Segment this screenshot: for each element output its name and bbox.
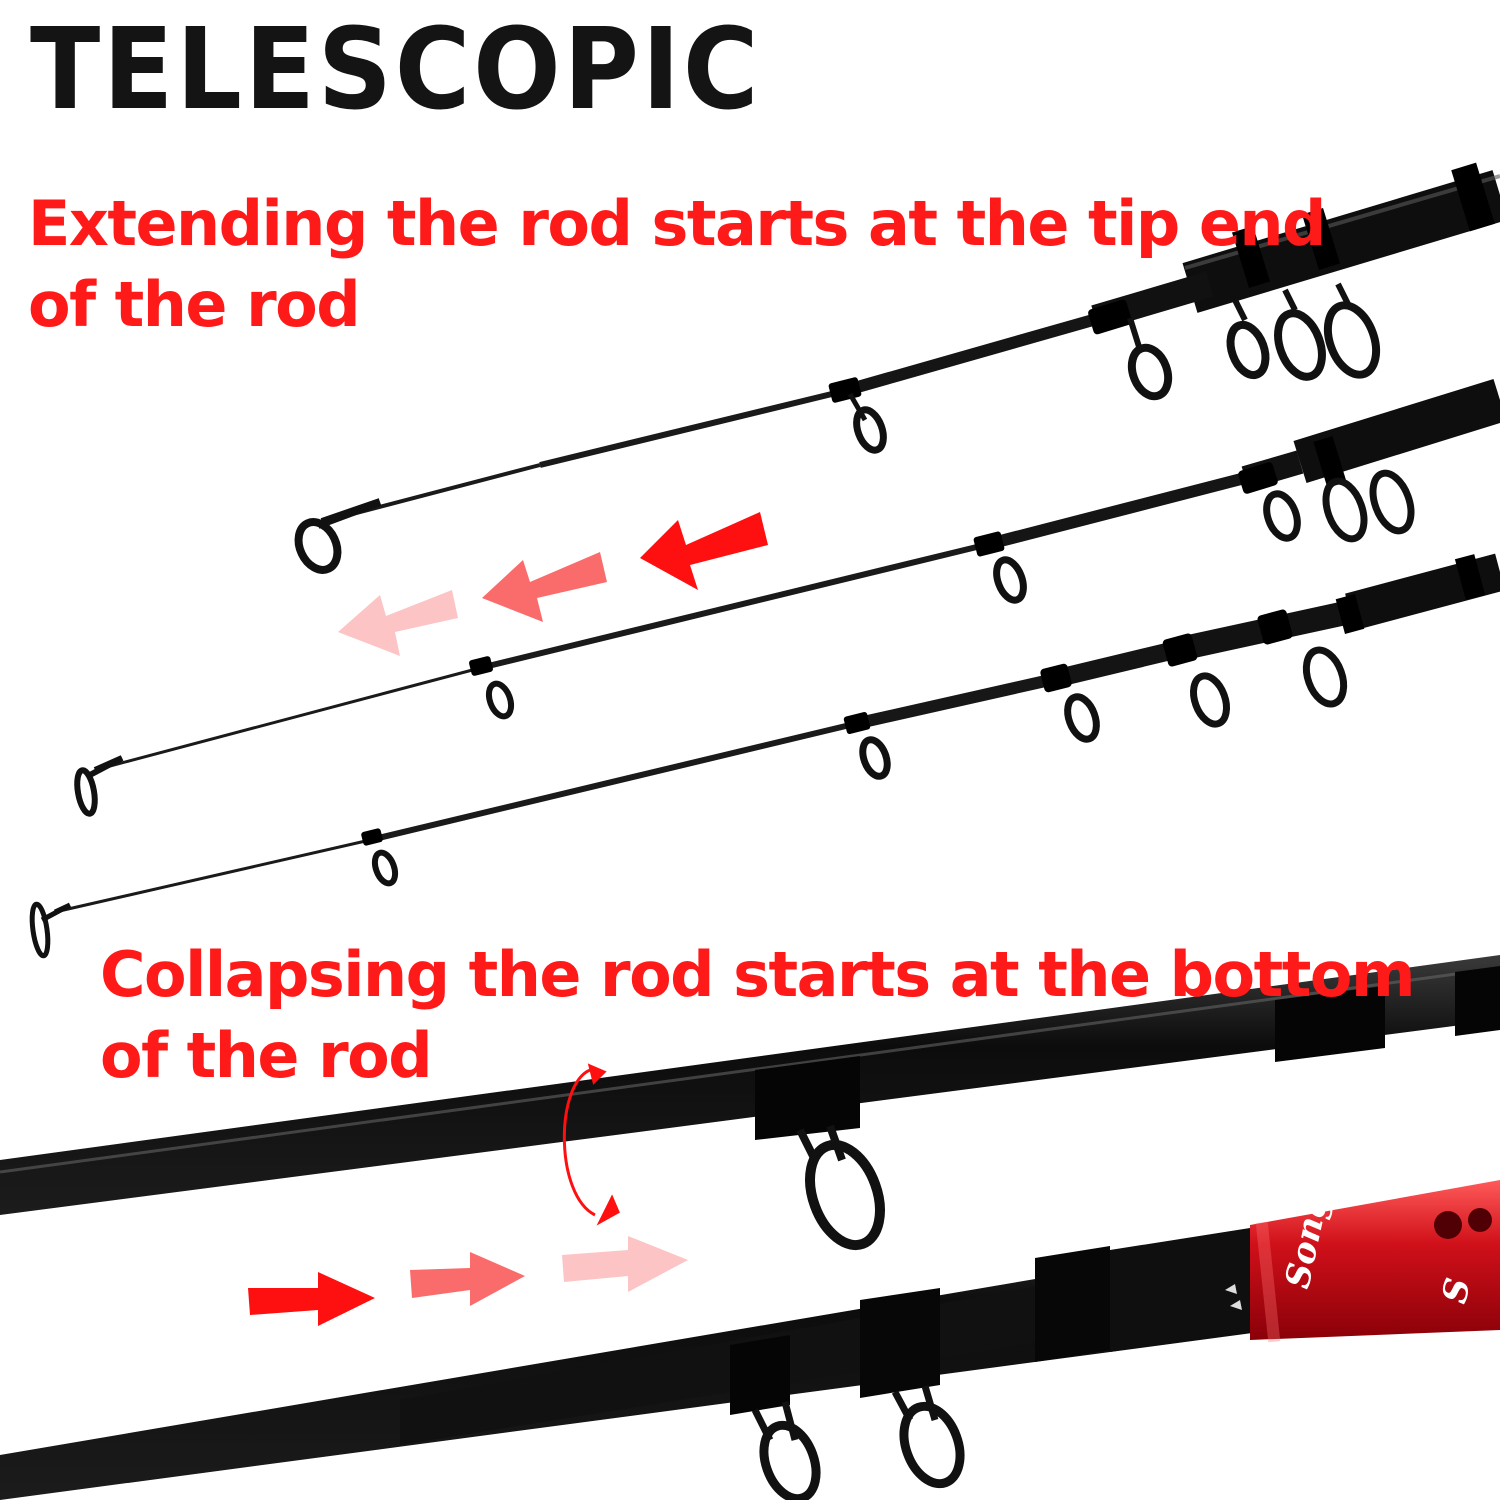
page-title: TELESCOPIC (30, 5, 762, 135)
arrow-icon (410, 1252, 525, 1306)
rod-guide-ring (796, 1124, 885, 1251)
rod-logo-icon (1225, 1284, 1242, 1310)
rod-extended-2 (74, 378, 1500, 817)
rod-tip-top (29, 901, 72, 959)
collapse-caption-line-1: Collapsing the rod starts at the bottom (100, 938, 1416, 1011)
extend-caption: Extending the rod starts at the tip end … (28, 184, 1326, 345)
arrow-icon (562, 1236, 688, 1292)
rod-guide-ring (993, 556, 1027, 604)
rod-guide-ring (1263, 469, 1415, 543)
rod-guide-ring (859, 646, 1348, 780)
arrow-icon (482, 552, 607, 622)
rod-tip-top (74, 755, 124, 817)
arrow-icon (248, 1272, 375, 1326)
reel-seat: Songy S (1250, 1168, 1500, 1343)
rod-collapsed-1 (0, 955, 1500, 1251)
rotate-icon (562, 1063, 620, 1226)
rod-collapsed-2: Songy S (0, 1168, 1500, 1500)
arrow-icon (338, 590, 458, 656)
rod-guide-ring (847, 392, 887, 454)
rod-guide-ring (371, 849, 399, 887)
rod-extended-3 (29, 553, 1500, 959)
rod-guide-ring (1127, 317, 1173, 401)
arrow-icon (640, 512, 768, 590)
collapse-caption-line-2: of the rod (100, 1018, 433, 1092)
rod-guide-ring (751, 1385, 965, 1500)
rod-tip-top (294, 498, 382, 574)
extend-caption-line-2: of the rod (28, 267, 361, 341)
collapse-caption: Collapsing the rod starts at the bottom … (100, 935, 1416, 1096)
rod-guide-ring (485, 680, 515, 720)
extend-caption-line-1: Extending the rod starts at the tip end (28, 187, 1326, 260)
rod-guide-ring (1226, 282, 1381, 381)
rod-extended-1 (294, 162, 1500, 574)
